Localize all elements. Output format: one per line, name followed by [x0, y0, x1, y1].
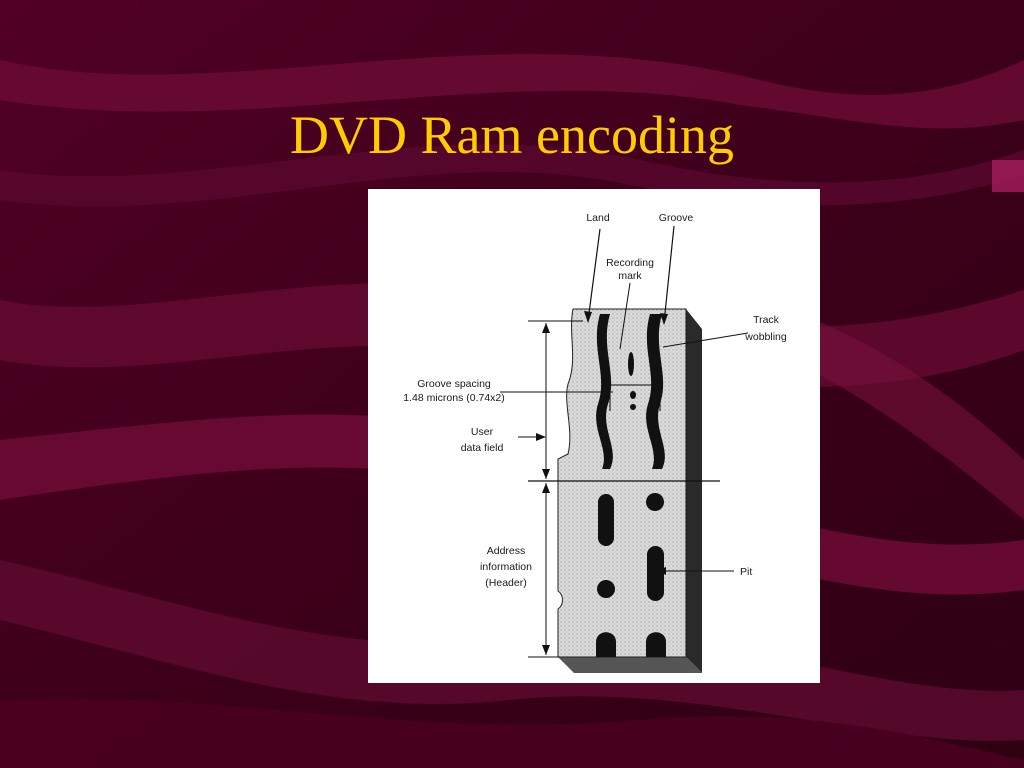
recording-mark [630, 391, 636, 399]
groove-spacing-label: Groove spacing [417, 378, 491, 390]
recording-mark-label: Recording [606, 257, 654, 269]
track-wobbling-label: wobbling [744, 331, 787, 343]
groove-label: Groove [659, 212, 694, 224]
user-data-label: User [471, 426, 494, 438]
pit-label: Pit [740, 566, 752, 578]
swoosh-bottom [0, 698, 1024, 768]
recording-mark-label: mark [618, 270, 642, 282]
track-wobbling-label: Track [753, 314, 780, 326]
swoosh-right [760, 300, 1024, 520]
block-side [686, 309, 702, 673]
pit [647, 546, 664, 601]
slide-title: DVD Ram encoding [290, 105, 734, 165]
groove-right [646, 314, 665, 469]
recording-mark [630, 404, 636, 410]
track-wobbling-leader [662, 332, 749, 348]
pit [597, 580, 615, 598]
address-label: Address [487, 545, 526, 557]
pit [646, 493, 664, 511]
land-leader [587, 228, 601, 322]
recording-mark-leader [619, 282, 631, 350]
pit [598, 494, 614, 546]
groove-leader [663, 225, 675, 324]
block-front [557, 308, 687, 658]
land-label: Land [586, 212, 610, 224]
swoosh-top [0, 54, 1024, 129]
recording-mark [628, 352, 634, 376]
pit [596, 632, 616, 657]
block-bottom [558, 657, 702, 673]
groove-spacing-label: 1.48 microns (0.74x2) [403, 392, 505, 404]
side-tab-accent [992, 160, 1024, 192]
pit [646, 632, 666, 657]
address-label: information [480, 561, 532, 573]
user-data-label: data field [461, 442, 504, 454]
address-label: (Header) [485, 577, 526, 589]
dvd-ram-diagram: Land Groove Recording mark Track wobblin… [368, 189, 820, 683]
